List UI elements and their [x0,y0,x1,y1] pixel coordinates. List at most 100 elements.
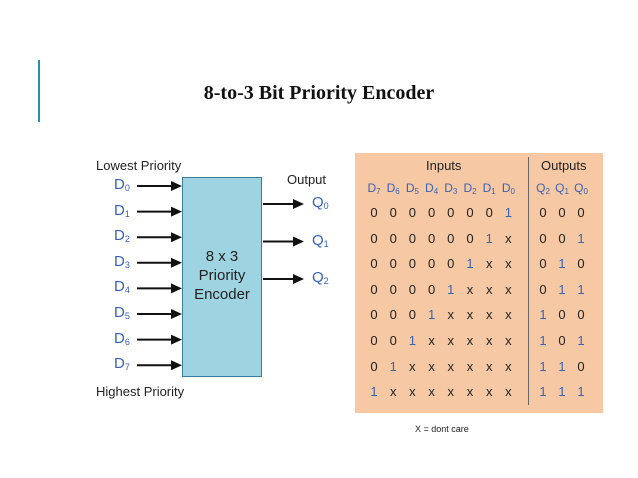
column-header-D6: D6 [386,181,400,196]
output-arrow-Q2 [263,274,304,284]
table-cell: x [505,333,512,348]
accent-bar [38,60,40,122]
table-cell: x [505,256,512,272]
table-cell: 1 [408,333,416,348]
table-cell: 0 [485,205,493,220]
table-cell: 0 [389,205,397,220]
table-cell: 0 [558,205,566,220]
table-cell: x [447,333,455,348]
table-cell: 0 [389,281,397,297]
table-cell: x [409,384,416,400]
encoder-block [182,177,262,377]
encoder-line: Encoder [194,286,250,303]
column-header-D7: D7 [367,181,381,196]
output-arrow-Q1 [263,236,304,247]
column-header-D5: D5 [405,181,419,196]
table-cell: x [447,384,455,400]
table-cell: 0 [370,281,378,297]
table-cell: 1 [539,358,547,374]
table-cell: x [466,358,474,374]
output-arrow-Q0 [263,199,304,209]
table-cell: x [485,358,493,374]
outputs-header: Outputs [541,158,587,173]
table-cell: 0 [447,256,455,272]
column-header-D1: D1 [482,181,496,196]
highest-priority-label: Highest Priority [96,384,185,399]
table-cell: x [485,307,493,323]
table-cell: 0 [466,230,474,246]
table-cell: 0 [539,205,547,220]
table-cell: 0 [389,256,397,272]
encoder-block-label: 8 x 3 Priority Encoder [182,247,262,304]
table-cell: x [485,384,493,400]
column-header-D2: D2 [463,181,477,196]
table-cell: 1 [577,281,585,297]
input-label-D0: D0 [114,176,130,193]
table-cell: 0 [408,307,416,323]
table-cell: 1 [577,384,585,400]
table-cell: x [409,358,416,374]
column-header-Q1: Q1 [555,181,569,196]
input-arrow-D1 [137,206,182,217]
dont-care-note: X = dont care [415,424,469,434]
input-label-D2: D2 [114,227,130,245]
table-cell: x [505,358,512,374]
table-cell: 1 [539,384,547,400]
table-cell: 0 [539,256,547,272]
table-cell: 0 [466,205,474,220]
table-cell: 0 [408,205,416,220]
table-divider [528,157,529,405]
input-label-D1: D1 [114,201,130,219]
table-cell: 0 [577,307,585,323]
column-header-Q2: Q2 [536,181,550,196]
table-cell: x [466,307,474,323]
column-header-D3: D3 [444,181,458,196]
encoder-line: Priority [198,267,246,284]
input-arrow-D3 [137,257,182,268]
table-cell: x [505,281,512,297]
table-cell: 0 [558,230,566,246]
table-cell: 0 [408,230,416,246]
table-cell: 0 [427,281,436,297]
table-cell: 0 [370,307,378,323]
table-cell: x [466,281,474,297]
output-label-Q1: Q1 [312,231,329,249]
table-cell: x [485,281,493,297]
inputs-header: Inputs [426,158,462,173]
table-cell: 1 [558,256,566,272]
column-header-D0: D0 [501,181,515,196]
table-cell: x [505,230,512,246]
table-cell: 0 [427,230,436,246]
table-cell: 1 [577,333,585,348]
input-arrow-D4 [137,283,182,294]
table-cell: 0 [370,205,378,220]
table-cell: x [466,384,474,400]
table-cell: 0 [370,256,378,272]
table-cell: x [428,384,435,400]
table-cell: 1 [447,281,455,297]
input-label-D3: D3 [114,252,130,270]
table-cell: 1 [370,384,378,400]
table-cell: 0 [427,256,436,272]
table-cell: 1 [485,230,493,246]
truth-table [355,153,603,413]
table-cell: 0 [539,230,547,246]
table-cell: 0 [370,358,378,374]
table-cell: 0 [370,333,378,348]
table-cell: 1 [504,205,512,220]
input-arrow-D2 [137,232,182,243]
table-cell: 1 [539,307,547,323]
table-cell: x [428,333,435,348]
table-cell: 0 [447,230,455,246]
table-cell: x [428,358,435,374]
table-cell: 1 [577,230,585,246]
table-cell: 0 [539,281,547,297]
table-cell: 1 [558,384,566,400]
table-cell: 1 [427,307,436,323]
table-cell: x [389,384,397,400]
output-label: Output [287,172,327,187]
table-cell: x [505,307,512,323]
table-cell: x [447,307,455,323]
encoder-line: 8 x 3 [205,248,239,265]
input-label-D6: D6 [114,329,130,347]
